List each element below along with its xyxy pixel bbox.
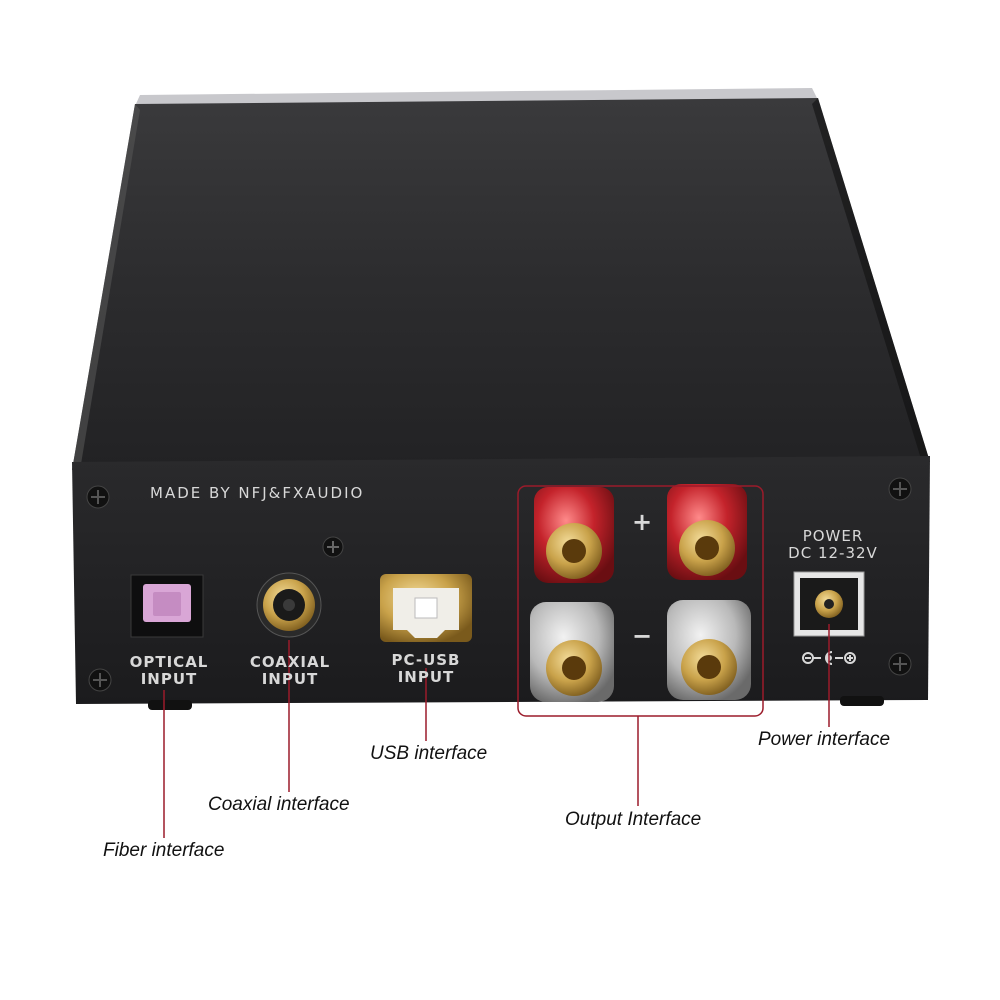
coaxial-port bbox=[256, 572, 322, 638]
screw-icon bbox=[888, 477, 912, 501]
optical-port bbox=[130, 574, 204, 638]
foot bbox=[148, 700, 192, 710]
screw-icon bbox=[88, 668, 112, 692]
power-label-line2: DC 12-32V bbox=[788, 544, 878, 562]
screw-icon bbox=[888, 652, 912, 676]
binding-post-red bbox=[534, 487, 614, 583]
coaxial-label-line1: COAXIAL bbox=[249, 653, 331, 671]
optical-input-label: OPTICAL INPUT bbox=[114, 654, 224, 688]
binding-post-black bbox=[667, 600, 751, 700]
optical-label-line2: INPUT bbox=[140, 670, 198, 688]
usb-port bbox=[380, 574, 472, 642]
power-label-line1: POWER bbox=[802, 527, 864, 545]
power-interface-callout: Power interface bbox=[758, 729, 891, 750]
callout-lines bbox=[163, 485, 830, 838]
power-jack bbox=[793, 571, 865, 637]
chassis-top bbox=[72, 98, 930, 470]
foot bbox=[840, 696, 884, 706]
usb-label-line1: PC-USB bbox=[391, 651, 461, 669]
coaxial-label-line2: INPUT bbox=[261, 670, 319, 688]
minus-sign: − bbox=[632, 622, 653, 650]
optical-label-line1: OPTICAL bbox=[129, 653, 209, 671]
binding-post-red bbox=[667, 484, 747, 580]
usb-interface-callout: USB interface bbox=[370, 743, 488, 764]
power-label: POWER DC 12-32V bbox=[780, 528, 886, 562]
coaxial-interface-callout: Coaxial interface bbox=[208, 794, 350, 815]
output-interface-callout: Output Interface bbox=[565, 809, 702, 830]
screw-icon bbox=[86, 485, 110, 509]
usb-input-label: PC-USB INPUT bbox=[373, 652, 479, 686]
plus-sign: + bbox=[632, 508, 653, 536]
output-highlight-box bbox=[517, 485, 764, 717]
usb-label-line2: INPUT bbox=[397, 668, 455, 686]
coaxial-input-label: COAXIAL INPUT bbox=[232, 654, 348, 688]
fiber-interface-callout: Fiber interface bbox=[103, 840, 225, 861]
screw-icon bbox=[322, 536, 344, 558]
brand-label: MADE BY NFJ&FXAUDIO bbox=[150, 484, 365, 502]
binding-post-black bbox=[530, 602, 614, 702]
